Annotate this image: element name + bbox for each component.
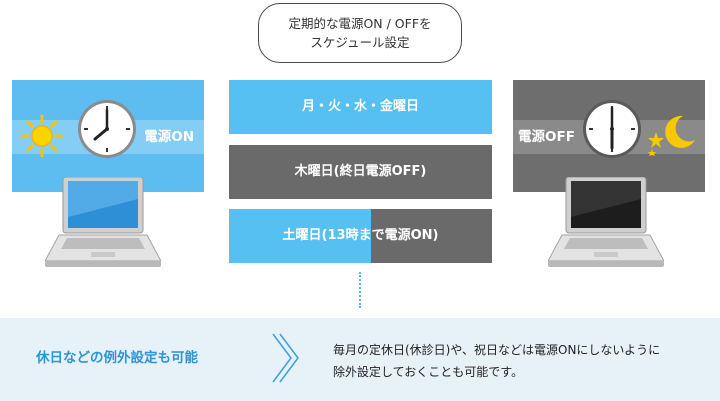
clock-icon <box>583 100 641 158</box>
schedule-callout: 定期的な電源ON / OFFを スケジュール設定 <box>258 3 462 63</box>
dotted-connector <box>359 272 361 308</box>
callout-line-1: 定期的な電源ON / OFFを <box>288 16 432 31</box>
schedule-thursday: 木曜日(終日電源OFF) <box>229 145 492 199</box>
power-on-label: 電源ON <box>144 129 194 145</box>
clock-icon <box>78 100 136 158</box>
stars-icon <box>648 132 664 156</box>
power-off-label: 電源OFF <box>518 129 575 145</box>
moon-icon <box>665 115 695 148</box>
power-off-panel: 電源OFF <box>513 80 705 192</box>
exception-title: 休日などの例外設定も可能 <box>36 350 198 366</box>
exception-text-line-1: 毎月の定休日(休診日)や、祝日などは電源ONにしないように <box>333 343 661 357</box>
schedule-saturday: 土曜日(13時まで電源ON) <box>229 209 492 263</box>
sun-icon <box>20 114 64 158</box>
schedule-weekdays: 月・火・水・金曜日 <box>229 80 492 134</box>
power-on-panel: 電源ON <box>12 80 204 192</box>
exception-band <box>0 318 720 401</box>
laptop-icon <box>548 177 664 267</box>
exception-description: 毎月の定休日(休診日)や、祝日などは電源ONにしないように 除外設定しておくこと… <box>333 339 660 383</box>
callout-line-2: スケジュール設定 <box>310 35 410 50</box>
laptop-icon <box>45 177 161 267</box>
chevron-right-icon <box>272 333 299 383</box>
exception-text-line-2: 除外設定しておくことも可能です。 <box>333 365 524 379</box>
